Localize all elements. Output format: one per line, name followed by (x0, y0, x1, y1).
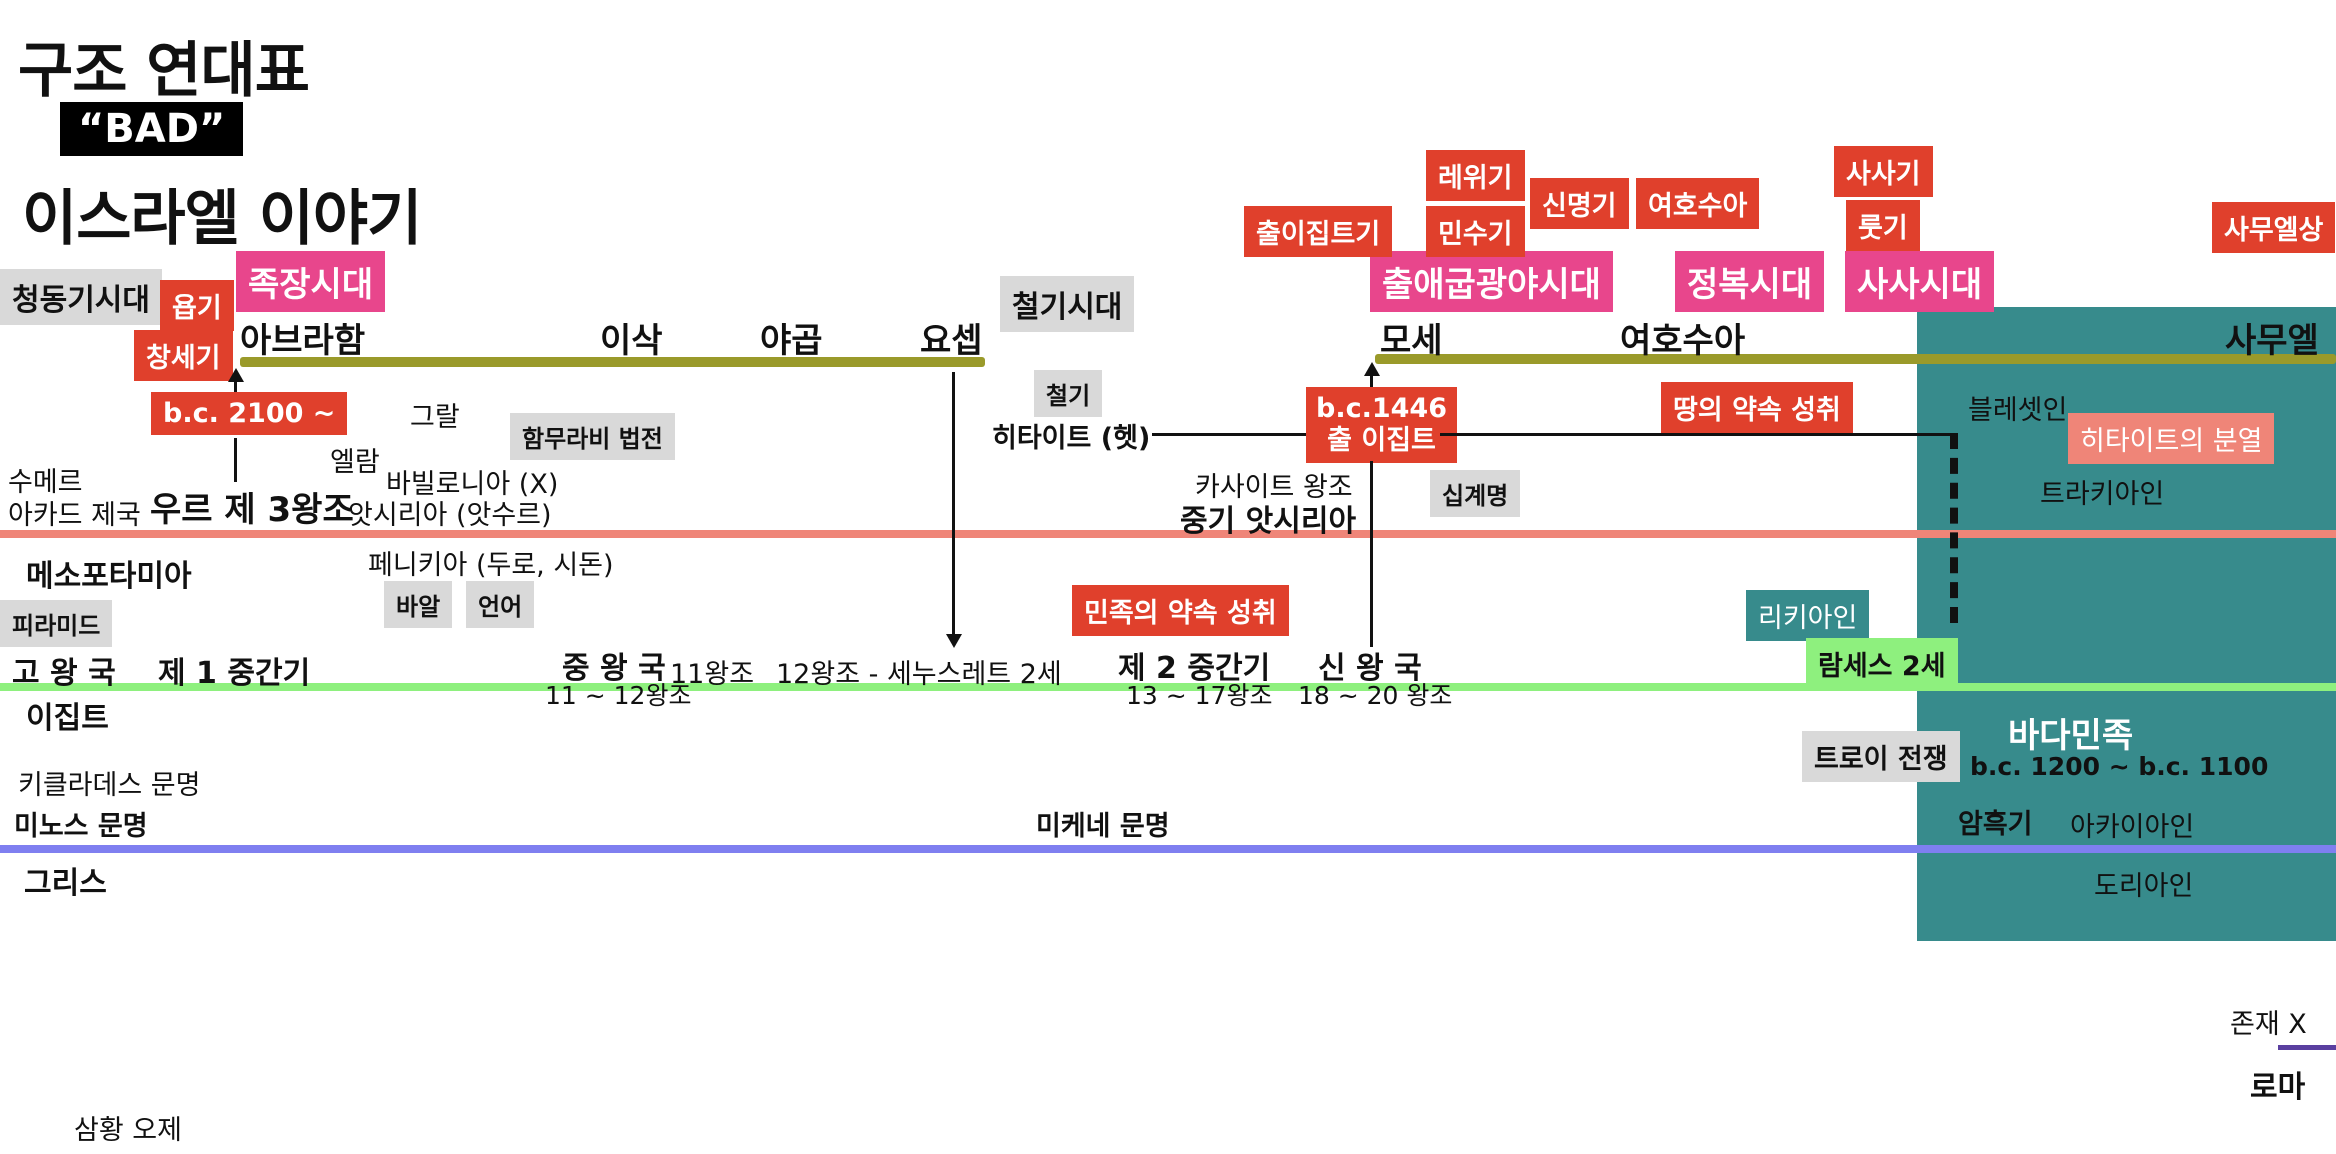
date-abraham: b.c. 2100 ~ (151, 392, 348, 435)
exists-x-label: 존재 X (2230, 1009, 2307, 1040)
baal-label: 바알 (384, 581, 453, 628)
book-exodus: 출이집트기 (1244, 206, 1393, 257)
mesopotamia-band (0, 530, 2336, 538)
first-intermediate-label: 제 1 중간기 (158, 656, 311, 691)
date-exodus: b.c.1446 출 이집트 (1306, 387, 1457, 463)
middle-kingdom-dynasties: 11 ~ 12왕조 (545, 681, 692, 710)
era-bronze-age: 청동기시대 (0, 269, 162, 325)
figure-moses: 모세 (1380, 321, 1443, 361)
joseph-arrow-head (946, 634, 962, 648)
babylonia-label: 바빌로니아 (X) (386, 469, 559, 500)
ramesses-label: 람세스 2세 (1806, 638, 1958, 689)
second-intermediate-dynasties: 13 ~ 17왕조 (1126, 681, 1273, 710)
hammurabi-label: 함무라비 법전 (510, 413, 675, 460)
joseph-arrow-line (952, 372, 955, 636)
book-ruth: 룻기 (1846, 200, 1920, 251)
rome-label: 로마 (2250, 1070, 2306, 1105)
abraham-arrow-line (234, 378, 237, 392)
book-job: 욥기 (160, 280, 234, 331)
akkad-label: 아카드 제국 (8, 500, 141, 531)
mycenaean-label: 미케네 문명 (1036, 811, 1170, 842)
middle-kingdom-label: 중 왕 국 (562, 651, 666, 686)
figure-samuel: 사무엘 (2225, 321, 2319, 361)
rome-line (2278, 1045, 2336, 1050)
abraham-arrow-line-lower (234, 438, 237, 482)
egypt-label: 이집트 (26, 701, 109, 736)
new-kingdom-dynasties: 18 ~ 20 왕조 (1298, 681, 1453, 710)
late-bronze-collapse-panel (1917, 307, 2336, 941)
book-genesis: 창세기 (134, 330, 233, 381)
israel-timeline-band-right (1375, 354, 2336, 364)
land-promise-label: 땅의 약속 성취 (1661, 382, 1853, 433)
hittite-dashed-line (1950, 433, 1958, 623)
sumer-label: 수메르 (8, 467, 83, 498)
book-joshua: 여호수아 (1636, 178, 1760, 229)
hittite-split-label: 히타이트의 분열 (2068, 413, 2275, 464)
dark-age-label: 암흑기 (1958, 809, 2033, 840)
philistines-label: 블레셋인 (1968, 395, 2068, 426)
old-kingdom-label: 고 왕 국 (12, 656, 116, 691)
figure-joshua: 여호수아 (1620, 321, 1746, 361)
kassite-label: 카사이트 왕조 (1195, 472, 1353, 503)
figure-jacob: 야곱 (760, 321, 823, 361)
book-numbers: 민수기 (1426, 206, 1525, 257)
cycladic-label: 키클라데스 문명 (18, 770, 201, 801)
greece-band (0, 845, 2336, 853)
language-label: 언어 (466, 581, 535, 628)
elam-label: 엘람 (330, 447, 380, 478)
exodus-arrow-line-upper (1370, 376, 1373, 387)
book-deuteronomy: 신명기 (1530, 178, 1629, 229)
book-leviticus: 레위기 (1426, 150, 1525, 201)
bad-badge: “BAD” (60, 102, 244, 156)
three-sovereigns-label: 삼황 오제 (74, 1115, 182, 1146)
figure-isaac: 이삭 (600, 321, 663, 361)
hittite-line-left (1152, 433, 1306, 436)
dynasty-11-label: 11왕조 (670, 659, 755, 690)
nation-promise-label: 민족의 약속 성취 (1072, 585, 1289, 636)
achaeans-label: 아카이아인 (2070, 812, 2195, 843)
book-judges: 사사기 (1834, 146, 1933, 197)
greece-label: 그리스 (24, 866, 107, 901)
hittite-line-right (1440, 433, 1955, 436)
sea-peoples-label: 바다민족 (2008, 716, 2134, 756)
middle-assyria-label: 중기 앗시리아 (1180, 504, 1357, 539)
israel-timeline-band-left (240, 357, 985, 367)
sea-peoples-dates: b.c. 1200 ~ b.c. 1100 (1970, 752, 2269, 781)
abraham-arrow-head (228, 368, 244, 382)
exodus-down-line (1370, 461, 1373, 647)
dorians-label: 도리아인 (2094, 871, 2194, 902)
ur-third-dynasty: 우르 제 3왕조 (150, 490, 354, 530)
lycians-label: 리키아인 (1746, 590, 1870, 641)
haran-label: 그랄 (410, 402, 460, 433)
dynasty-12-label: 12왕조 - 세누스레트 2세 (776, 659, 1062, 690)
exodus-arrow-head (1364, 362, 1380, 376)
book-samuel: 사무엘상 (2212, 202, 2336, 253)
trojan-war-label: 트로이 전쟁 (1802, 731, 1960, 782)
figure-abraham: 아브라함 (240, 321, 366, 361)
figure-joseph: 요셉 (920, 321, 983, 361)
pyramid-label: 피라미드 (0, 600, 113, 647)
date-exodus-year: b.c.1446 (1316, 393, 1447, 424)
thracians-label: 트라키아인 (2040, 479, 2165, 510)
era-judges: 사사시대 (1845, 251, 1995, 312)
hittite-label: 히타이트 (헷) (992, 423, 1151, 454)
egypt-band (0, 683, 2336, 691)
era-patriarchs: 족장시대 (236, 251, 386, 312)
assyria-label: 앗시리아 (앗수르) (348, 500, 552, 531)
minoan-label: 미노스 문명 (14, 811, 148, 842)
era-conquest: 정복시대 (1675, 251, 1825, 312)
mesopotamia-label: 메소포타미아 (26, 559, 192, 594)
phoenicia-label: 페니키아 (두로, 시돈) (368, 550, 614, 581)
ten-commandments-label: 십계명 (1430, 470, 1521, 517)
iron-label: 철기 (1034, 370, 1103, 417)
date-exodus-label: 출 이집트 (1327, 425, 1436, 456)
era-iron-age: 철기시대 (1000, 276, 1135, 332)
second-intermediate-label: 제 2 중간기 (1118, 651, 1271, 686)
page-title: 구조 연대표 (18, 36, 310, 106)
page-subtitle: 이스라엘 이야기 (22, 184, 422, 254)
era-exodus-wilderness: 출애굽광야시대 (1370, 251, 1613, 312)
new-kingdom-label: 신 왕 국 (1318, 651, 1422, 686)
